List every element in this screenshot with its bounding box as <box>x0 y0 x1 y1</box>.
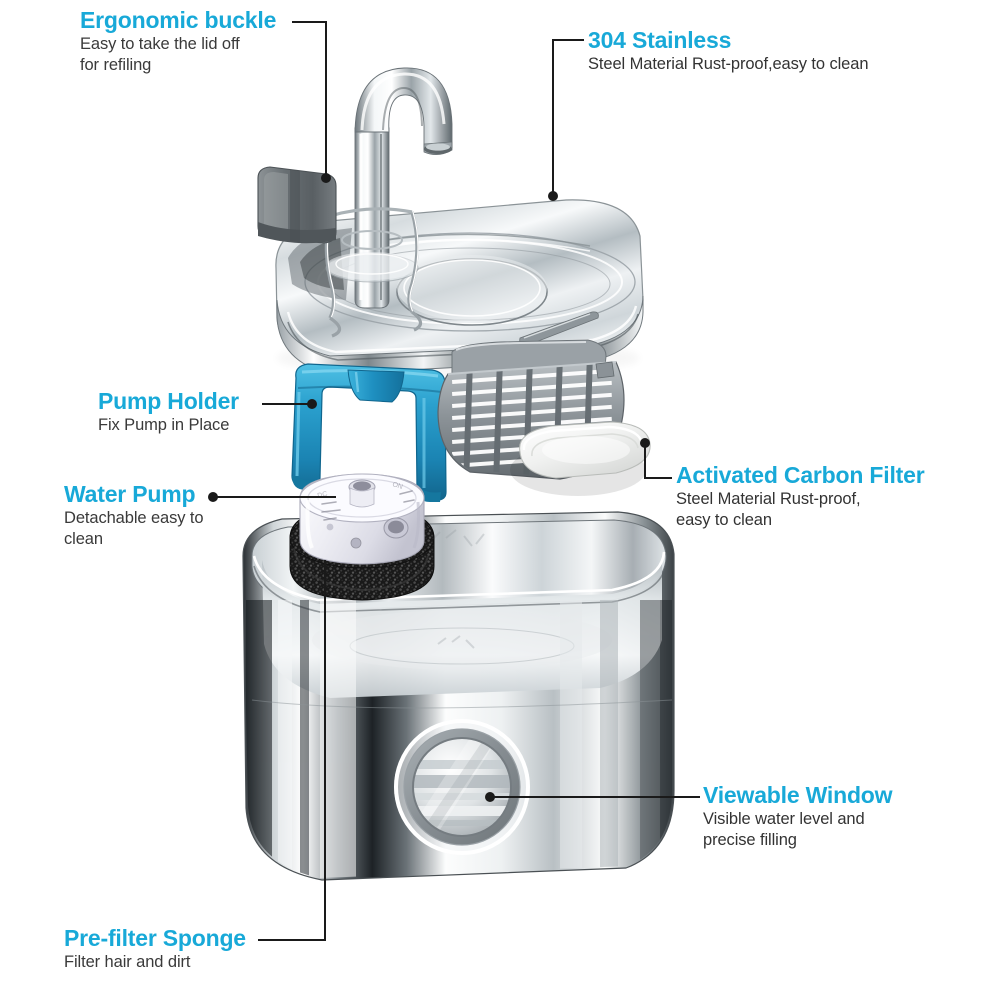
callout-title: Pre-filter Sponge <box>64 925 246 951</box>
pump-holder <box>291 363 447 502</box>
leader-carbon-filter <box>644 443 672 479</box>
callout-desc: Detachable easy to clean <box>64 509 204 549</box>
bowl <box>242 511 675 881</box>
buckle <box>257 166 337 244</box>
faucet <box>354 67 453 309</box>
leader-pre-filter-sponge <box>258 560 326 941</box>
callout-water-pump: Water Pump Detachable easy to clean <box>64 481 204 550</box>
callout-desc: Steel Material Rust-proof,easy to clean <box>588 55 869 74</box>
callout-ergonomic-buckle: Ergonomic buckle Easy to take the lid of… <box>80 8 276 76</box>
callout-activated-carbon-filter: Activated Carbon Filter Steel Material R… <box>676 462 925 531</box>
svg-text:DC: DC <box>317 491 329 500</box>
callout-title: Activated Carbon Filter <box>676 462 925 488</box>
callout-viewable-window: Viewable Window Visible water level and … <box>703 782 893 851</box>
callout-304-stainless: 304 Stainless Steel Material Rust-proof,… <box>588 27 869 75</box>
svg-text:ON: ON <box>391 481 403 491</box>
carbon-filter <box>510 421 651 496</box>
water-pump: ON DC <box>299 473 425 565</box>
callout-desc: Steel Material Rust-proof, easy to clean <box>676 490 861 530</box>
callout-desc: Easy to take the lid off for refiling <box>80 35 240 75</box>
leader-dots <box>208 173 650 802</box>
callout-pre-filter-sponge: Pre-filter Sponge Filter hair and dirt <box>64 926 246 973</box>
callout-title: Ergonomic buckle <box>80 7 277 33</box>
callout-title: Pump Holder <box>98 388 239 414</box>
callout-desc: Filter hair and dirt <box>64 953 191 972</box>
callout-desc: Fix Pump in Place <box>98 416 230 435</box>
leader-ergonomic-buckle <box>292 21 327 178</box>
callout-title: 304 Stainless <box>588 27 732 53</box>
splash-guard <box>324 207 423 338</box>
callout-pump-holder: Pump Holder Fix Pump in Place <box>98 389 239 436</box>
filter-basket <box>437 339 625 480</box>
callout-title: Water Pump <box>64 481 196 507</box>
lid-assembly <box>257 67 644 378</box>
pre-filter-sponge <box>289 505 435 601</box>
callout-title: Viewable Window <box>703 782 893 808</box>
viewable-window <box>394 719 530 855</box>
callout-desc: Visible water level and precise filling <box>703 810 865 850</box>
leader-304-stainless <box>552 39 584 196</box>
